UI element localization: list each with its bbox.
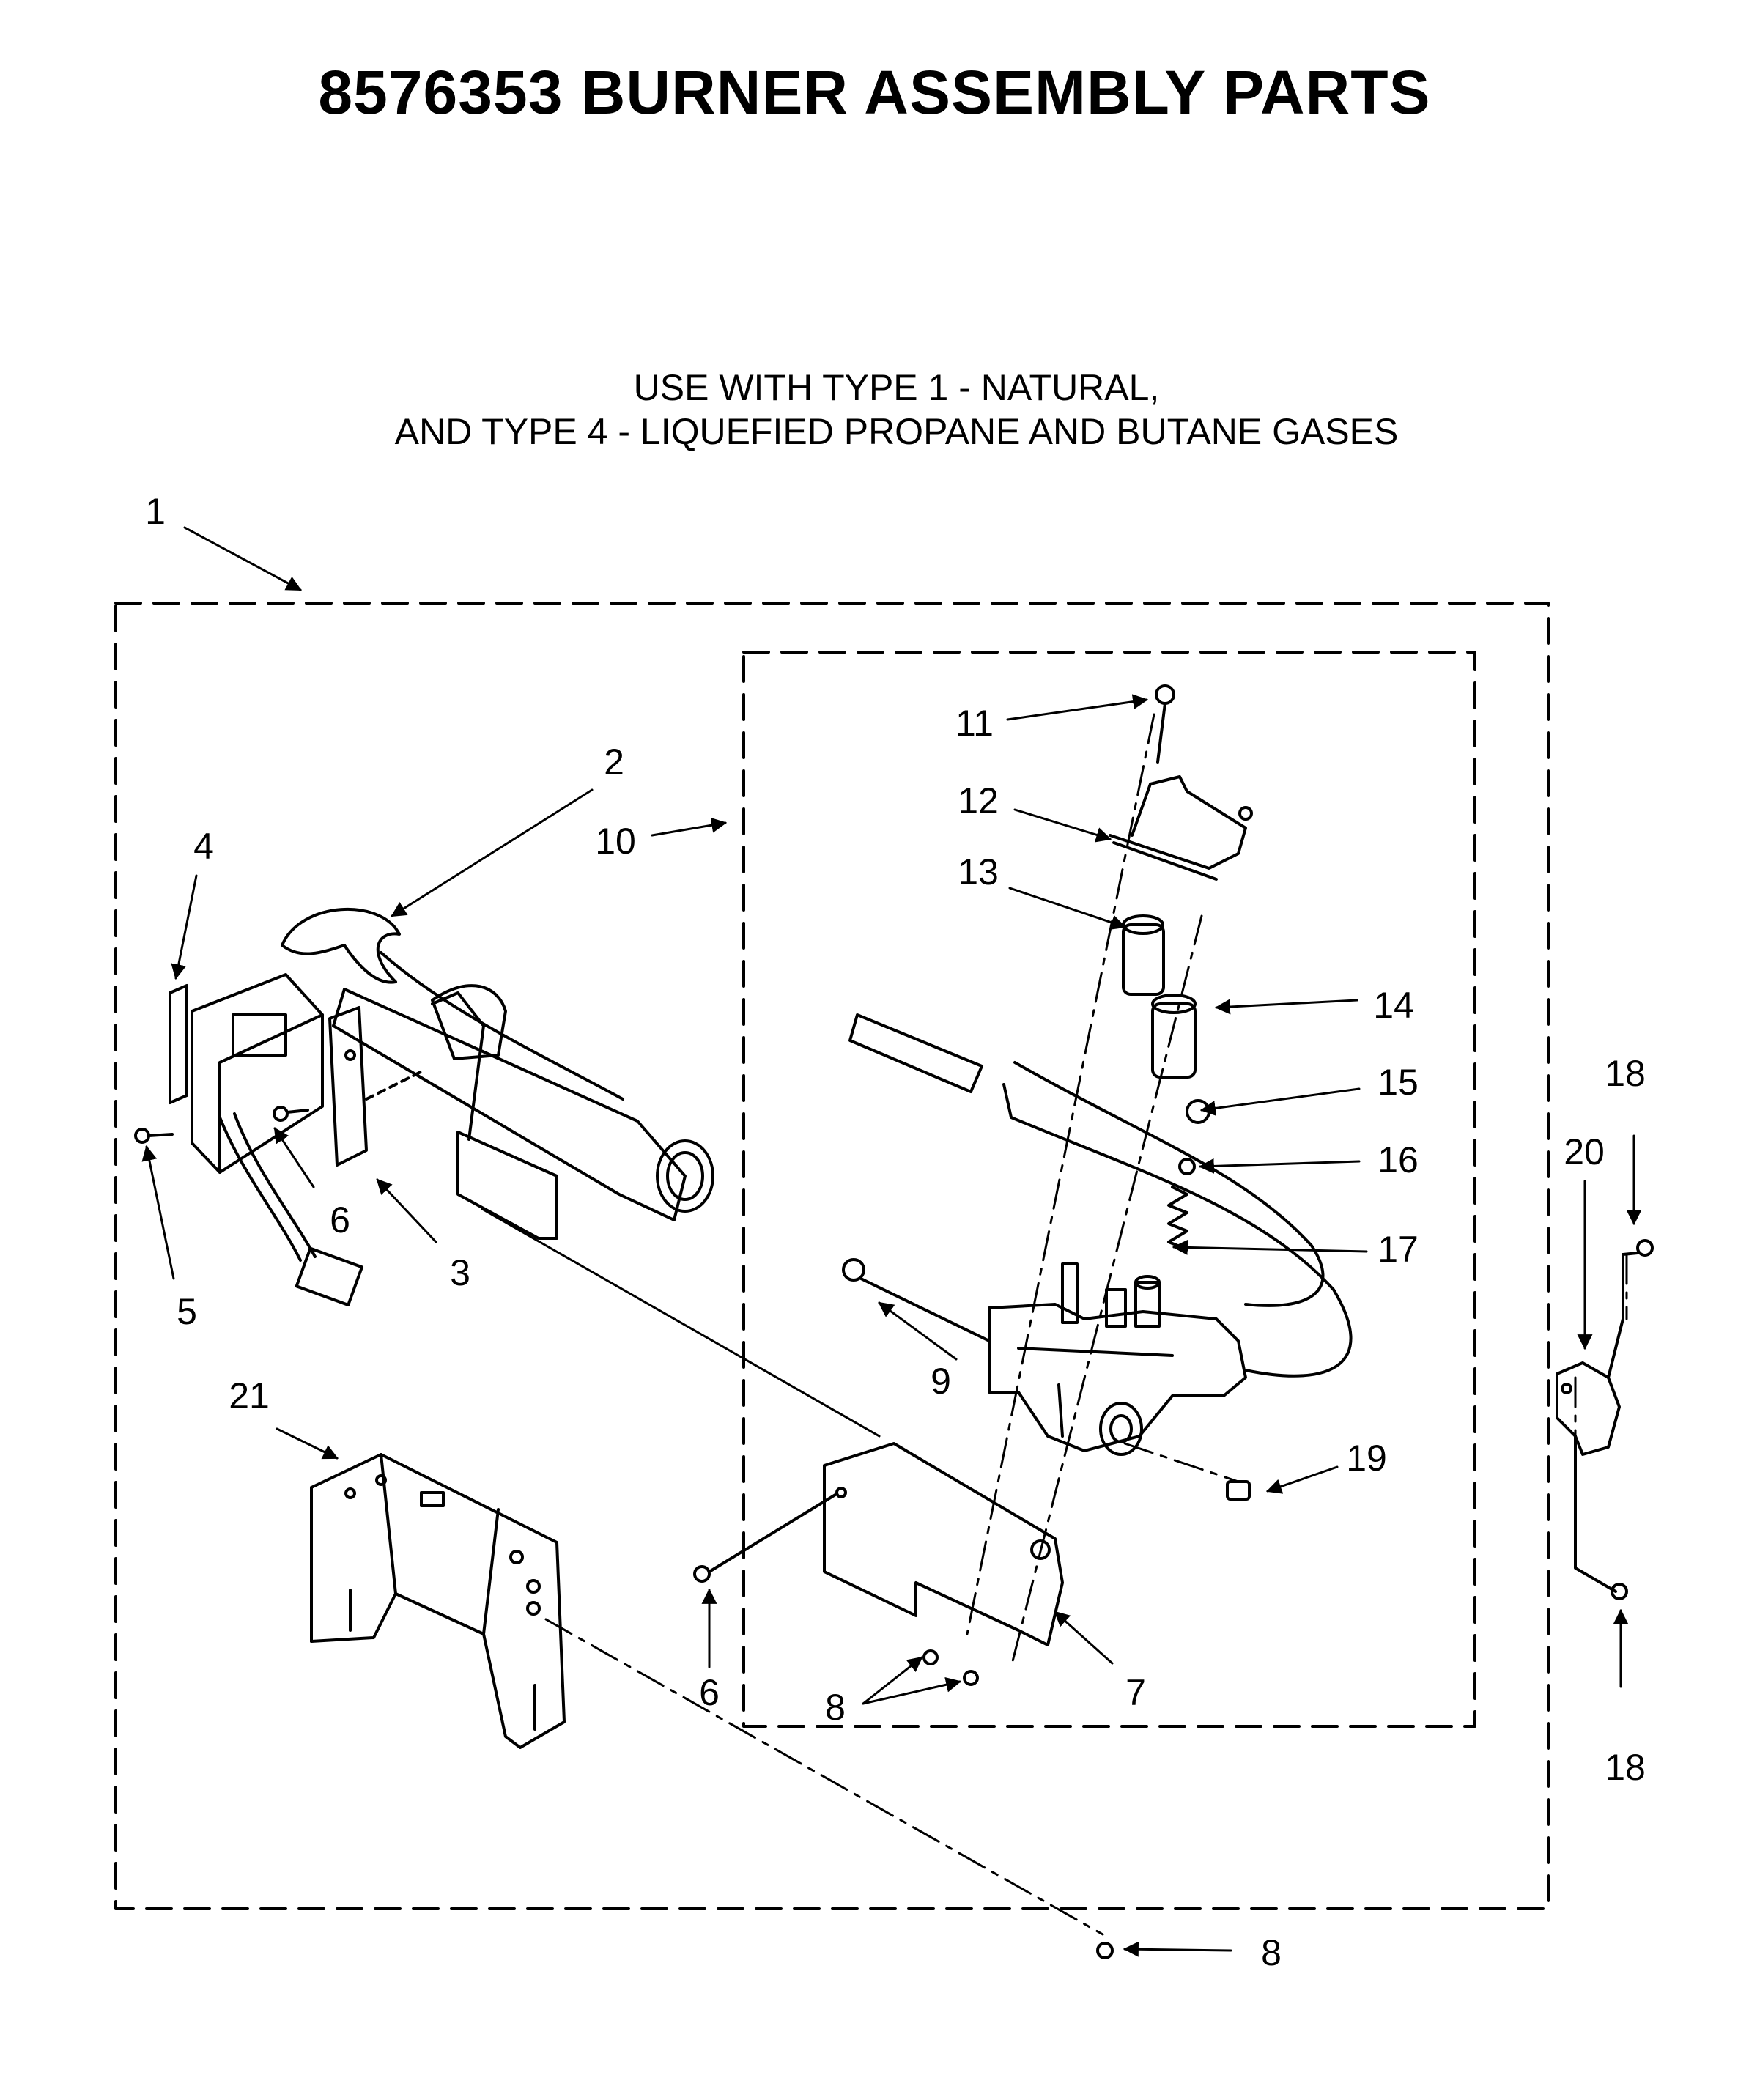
part-14-coil — [1151, 994, 1197, 1079]
part-10-mount — [431, 991, 881, 1438]
callout-13: 13 — [958, 851, 999, 892]
part-21-bracket — [310, 1453, 566, 1749]
callout-14: 14 — [1373, 985, 1414, 1026]
callout-11: 11 — [955, 703, 994, 744]
diagram-title: 8576353 BURNER ASSEMBLY PARTS — [318, 58, 1431, 127]
callout-5: 5 — [177, 1291, 197, 1332]
callout-12: 12 — [958, 780, 999, 821]
part-9-fitting — [842, 1258, 991, 1342]
callout-20: 20 — [1564, 1131, 1605, 1172]
callout-19: 19 — [1346, 1438, 1387, 1479]
callout-3: 3 — [450, 1252, 470, 1293]
part-2-burner-tube — [281, 907, 714, 1221]
assembly-outer-frame — [114, 602, 1550, 1910]
callout-21: 21 — [229, 1375, 270, 1416]
callout-6-left: 6 — [330, 1199, 350, 1241]
callout-8-bottom: 8 — [1261, 1932, 1282, 1973]
part-11-screw — [1155, 684, 1175, 764]
callout-2: 2 — [604, 742, 624, 783]
wire-harness — [218, 1112, 364, 1306]
callout-6-bottom: 6 — [699, 1672, 720, 1713]
callout-18-bottom: 18 — [1605, 1747, 1646, 1788]
screws — [134, 1106, 1654, 1959]
diagram-subtitle-line1: USE WITH TYPE 1 - NATURAL, — [633, 367, 1160, 408]
part-17-spring — [1167, 1186, 1188, 1251]
part-20-clip — [1556, 1253, 1624, 1593]
part-7-bracket — [823, 1442, 1064, 1646]
valve-subassembly-frame — [742, 651, 1476, 1728]
callout-1: 1 — [145, 491, 166, 532]
callout-9: 9 — [931, 1361, 951, 1402]
assembly-centerlines — [544, 713, 1628, 1936]
callout-17: 17 — [1378, 1229, 1419, 1270]
callout-4: 4 — [193, 826, 214, 867]
gas-valve-body — [988, 1262, 1247, 1456]
part-12-bracket — [1109, 775, 1253, 881]
callout-15: 15 — [1378, 1062, 1419, 1103]
callout-8-center: 8 — [825, 1687, 846, 1728]
part-15-fitting — [1186, 1099, 1210, 1124]
callout-arrows — [141, 526, 1642, 1957]
callout-10: 10 — [595, 821, 636, 862]
diagram-subtitle-line2: AND TYPE 4 - LIQUEFIED PROPANE AND BUTAN… — [394, 411, 1399, 452]
part-16-orifice — [1178, 1158, 1196, 1175]
part-3-plate — [328, 1006, 426, 1167]
callout-7: 7 — [1125, 1672, 1146, 1713]
part-13-coil — [1122, 914, 1165, 996]
callout-16: 16 — [1378, 1139, 1419, 1180]
gas-tube — [848, 1013, 1353, 1378]
callout-18-top: 18 — [1605, 1053, 1646, 1094]
